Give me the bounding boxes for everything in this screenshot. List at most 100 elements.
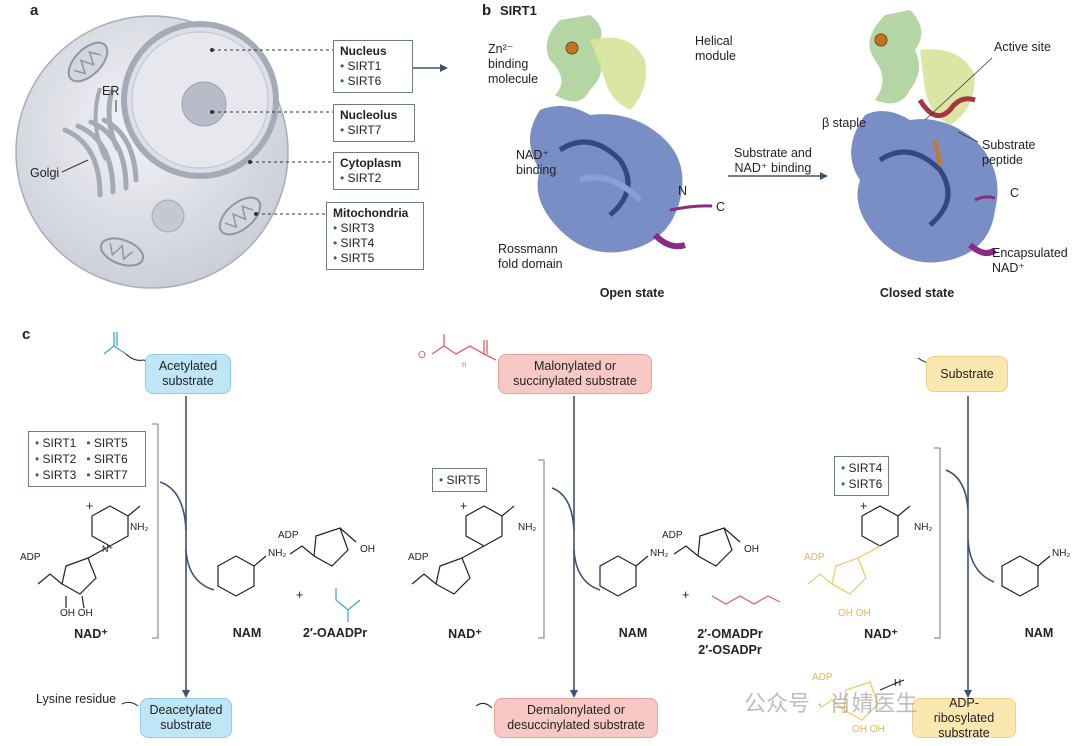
c-terminus-open-label: C	[716, 200, 726, 214]
acetyl-group-drawing	[103, 332, 127, 355]
n-terminus-label: N	[678, 184, 688, 198]
beta-staple-label: β staple	[822, 116, 867, 130]
nad-molecule-r1	[37, 505, 141, 609]
malonyl-group-drawing	[431, 334, 497, 361]
mitochondria-title: Mitochondria	[333, 206, 409, 220]
mitochondria-item: SIRT3	[333, 221, 374, 235]
lysine-residue-label: Lysine residue	[36, 692, 117, 706]
r3-enzyme-box: SIRT4 SIRT6	[834, 456, 890, 496]
nucleolus-item: SIRT7	[340, 123, 381, 137]
r1-nad-caption: NAD⁺	[74, 627, 108, 641]
r1-product-caption: 2′-OAADPr	[302, 626, 368, 640]
r2-plus: +	[460, 499, 468, 513]
nucleus-title: Nucleus	[340, 44, 387, 58]
mitochondrion	[67, 41, 109, 83]
r3-nh2-label: NH₂	[914, 522, 933, 533]
nad-binding-label: NAD⁺binding	[516, 148, 557, 177]
panel-letter-b: b	[482, 2, 492, 19]
malonyl-n-label: n	[462, 360, 467, 369]
adp-ribosyl-faded	[819, 681, 879, 721]
r2-nam-nh2: NH₂	[650, 548, 669, 559]
cytoplasm-item: SIRT2	[340, 171, 381, 185]
vesicle	[151, 199, 185, 233]
r1-plus-2: +	[296, 588, 304, 602]
ohoh-label: OH OH	[60, 608, 93, 619]
nucleolus-title: Nucleolus	[340, 108, 398, 122]
r3-ohoh-label: OH OH	[838, 608, 871, 619]
cytoplasm-title: Cytoplasm	[340, 156, 402, 170]
omadpr-adp: ADP	[662, 530, 683, 541]
nad-molecule-r3	[861, 505, 911, 547]
closed-state-caption: Closed state	[879, 286, 955, 300]
nad-molecule-r2	[411, 505, 515, 595]
ribose-faded-r3	[807, 545, 881, 595]
r1-plus: +	[86, 499, 94, 513]
watermark: 公众号 · 肖婧医生	[744, 691, 918, 716]
r3-plus: +	[860, 499, 868, 513]
r3-adp-label: ADP	[804, 552, 825, 563]
r2-nad-caption: NAD⁺	[448, 627, 482, 641]
oaadpr-adp: ADP	[278, 530, 299, 541]
r3-nam-nh2: NH₂	[1052, 548, 1071, 559]
malonyl-o-label: O	[418, 350, 426, 361]
r3-nam-caption: NAM	[1024, 626, 1054, 640]
open-state-structure	[530, 15, 713, 253]
r3-nad-caption: NAD⁺	[864, 627, 898, 641]
nh2-label: NH₂	[130, 522, 149, 533]
r2-nh2-label: NH₂	[518, 522, 537, 533]
golgi-apparatus	[62, 117, 139, 198]
panel-b-title: SIRT1	[500, 3, 537, 18]
nam-molecule	[217, 555, 1051, 597]
r1-nam-caption: NAM	[232, 626, 262, 640]
er-label: ER	[102, 84, 120, 98]
mitochondrion	[99, 237, 145, 267]
open-state-caption: Open state	[599, 286, 665, 300]
r3-product-ohoh: OH OH	[852, 724, 885, 735]
nucleus-item: SIRT1	[340, 59, 381, 73]
cytoplasm-box: Cytoplasm SIRT2	[333, 152, 419, 190]
mitochondria-box: Mitochondria SIRT3 SIRT4 SIRT5	[326, 202, 424, 270]
nucleolus	[181, 81, 227, 127]
omadpr-malonyl	[711, 595, 781, 605]
mitochondrion	[218, 196, 262, 236]
panel-letter-c: c	[22, 326, 31, 343]
c-terminus-closed-label: C	[1010, 186, 1020, 200]
active-site-label: Active site	[994, 40, 1051, 54]
nplus-label: N⁺	[102, 544, 114, 554]
nam-nh2: NH₂	[268, 548, 287, 559]
r2-enzyme-box: SIRT5	[432, 468, 488, 492]
sirt1-structures	[530, 10, 998, 263]
r3-product-adp: ADP	[812, 672, 833, 683]
cell-illustration	[15, 15, 448, 289]
oaadpr-acetyl	[335, 588, 361, 622]
substrate-pill: Substrate	[926, 356, 1008, 392]
closed-state-structure	[851, 10, 998, 263]
oaadpr-molecule	[289, 527, 357, 567]
nucleolus-box: Nucleolus SIRT7	[333, 104, 415, 142]
panel-letter-a: a	[30, 2, 39, 19]
nucleus-box: Nucleus SIRT1 SIRT6	[333, 40, 413, 93]
oaadpr-oh: OH	[360, 544, 375, 555]
golgi-label: Golgi	[30, 166, 60, 180]
r3-product-h: H	[894, 678, 902, 689]
r2-nam-caption: NAM	[618, 626, 648, 640]
mitochondria-item: SIRT5	[333, 251, 374, 265]
r2-plus-2: +	[682, 588, 690, 602]
omadpr-molecule	[673, 527, 741, 567]
adp-label: ADP	[20, 552, 41, 563]
mitochondria-item: SIRT4	[333, 236, 374, 250]
reaction-scheme-lines	[37, 332, 1051, 721]
nucleus-item: SIRT6	[340, 74, 381, 88]
